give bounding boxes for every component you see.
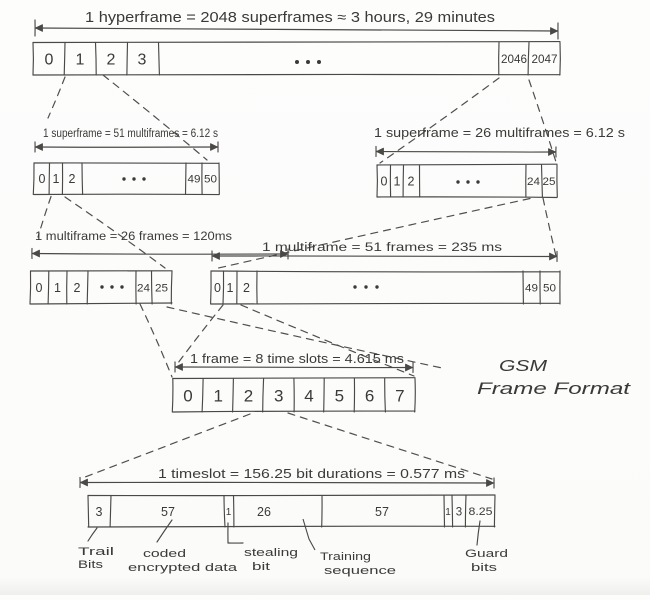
svg-text:1 superframe = 51 multiframes: 1 superframe = 51 multiframes = 6.12 s: [43, 128, 218, 140]
svg-text:Bits: Bits: [78, 559, 104, 571]
svg-text:2: 2: [107, 52, 116, 69]
svg-text:0: 0: [214, 281, 221, 295]
svg-text:24: 24: [527, 176, 540, 188]
svg-text:0: 0: [36, 281, 43, 295]
svg-text:1: 1: [445, 507, 451, 518]
svg-text:bits: bits: [471, 562, 498, 574]
svg-text:1 timeslot = 156.25 bit durati: 1 timeslot = 156.25 bit durations = 0.57…: [158, 467, 465, 481]
svg-text:2: 2: [74, 281, 81, 295]
svg-text:bit: bit: [252, 561, 270, 573]
svg-text:0: 0: [381, 175, 388, 189]
svg-text:49: 49: [525, 283, 538, 295]
svg-text:1 multiframe = 26 frames = 120: 1 multiframe = 26 frames = 120ms: [35, 231, 232, 243]
svg-text:57: 57: [161, 505, 175, 519]
svg-text:2: 2: [69, 172, 76, 186]
svg-text:1 multiframe = 51 frames = 235: 1 multiframe = 51 frames = 235 ms: [262, 240, 502, 254]
svg-text:encrypted data: encrypted data: [128, 562, 238, 574]
svg-text:2: 2: [243, 281, 250, 295]
svg-text:7: 7: [395, 386, 404, 405]
svg-text:3: 3: [138, 52, 147, 69]
svg-text:2047: 2047: [532, 54, 558, 66]
svg-text:0: 0: [39, 172, 46, 186]
svg-text:1: 1: [213, 386, 222, 405]
svg-text:1: 1: [54, 281, 61, 295]
svg-text:2: 2: [408, 175, 415, 189]
svg-text:50: 50: [204, 174, 217, 186]
svg-text:24: 24: [137, 283, 150, 295]
svg-text:4: 4: [304, 386, 313, 405]
svg-text:2046: 2046: [501, 54, 527, 66]
svg-text:1: 1: [227, 281, 234, 295]
svg-text:GSM: GSM: [499, 358, 548, 375]
svg-text:8.25: 8.25: [469, 506, 493, 518]
svg-text:2: 2: [244, 386, 253, 405]
svg-text:25: 25: [155, 283, 168, 295]
svg-text:1: 1: [226, 507, 232, 518]
svg-text:0: 0: [45, 52, 54, 69]
svg-text:3: 3: [96, 505, 103, 519]
svg-text:1: 1: [53, 172, 60, 186]
svg-text:Frame Format: Frame Format: [477, 380, 632, 398]
svg-text:49: 49: [188, 174, 201, 186]
svg-text:1: 1: [76, 52, 85, 69]
svg-text:3: 3: [274, 386, 283, 405]
svg-text:Trail: Trail: [78, 546, 114, 558]
svg-text:Guard: Guard: [465, 548, 508, 560]
svg-text:3: 3: [456, 506, 462, 518]
svg-text:50: 50: [543, 283, 556, 295]
svg-text:1 frame = 8 time slots = 4.615: 1 frame = 8 time slots = 4.615 ms: [190, 352, 404, 366]
svg-text:1 superframe = 26 multiframes: 1 superframe = 26 multiframes = 6.12 s: [374, 126, 625, 140]
svg-text:6: 6: [365, 386, 374, 405]
svg-text:sequence: sequence: [324, 565, 396, 577]
svg-text:1 hyperframe = 2048 superframe: 1 hyperframe = 2048 superframes ≈ 3 hour…: [85, 10, 495, 26]
svg-text:26: 26: [257, 505, 271, 519]
svg-text:coded: coded: [143, 548, 186, 560]
svg-text:stealing: stealing: [244, 547, 298, 559]
svg-text:Training: Training: [320, 551, 371, 563]
svg-text:25: 25: [543, 176, 556, 188]
svg-text:57: 57: [375, 505, 389, 519]
svg-text:0: 0: [183, 386, 192, 405]
svg-text:1: 1: [394, 175, 401, 189]
svg-text:5: 5: [335, 386, 344, 405]
